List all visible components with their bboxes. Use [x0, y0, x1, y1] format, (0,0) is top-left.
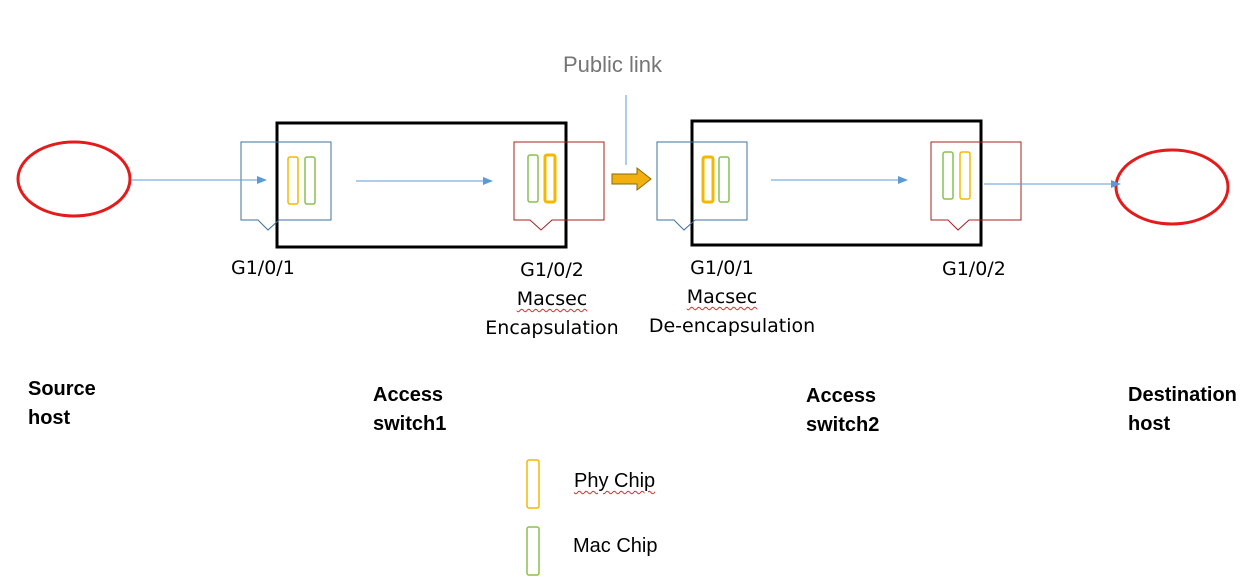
sw2-port1-group: G1/0/1 Macsec De-encapsulation [640, 254, 824, 341]
destination-host-line1: Destination [1128, 384, 1237, 406]
legend-phy-label: Phy Chip [574, 467, 655, 496]
sw2-port2-callout [930, 141, 1022, 231]
sw1-port2-callout [513, 141, 605, 231]
access-switch1-box [275, 121, 568, 249]
mac-chip [527, 154, 539, 203]
access-switch2-label: Access switch2 [806, 382, 879, 440]
destination-host-label: Destination host [1128, 381, 1237, 439]
sw1-macsec-label: Macsec [516, 288, 588, 310]
sw2-action-label: De-encapsulation [648, 315, 816, 337]
source-host-line1: Source [28, 378, 96, 400]
legend-mac-label: Mac Chip [573, 535, 658, 557]
mac-chip [304, 156, 316, 205]
mac-chip [942, 151, 954, 200]
destination-host-line2: host [1128, 413, 1171, 435]
sw2-port1-callout [656, 141, 748, 231]
source-host-circle [16, 140, 132, 218]
sw1-port1-label: G1/0/1 [231, 257, 295, 279]
public-link-label: Public link [563, 52, 663, 77]
access-switch1-line2: switch1 [373, 413, 447, 435]
sw2-macsec-label: Macsec [686, 286, 758, 308]
sw1-port2-label: G1/0/2 [520, 259, 584, 281]
destination-host-circle [1114, 148, 1230, 226]
sw1-port2-group: G1/0/2 Macsec Encapsulation [480, 256, 624, 343]
phy-chip [287, 156, 299, 205]
mac-chip [718, 156, 730, 203]
access-switch1-line1: Access [373, 384, 444, 406]
sw1-port1-callout [240, 141, 332, 231]
phy-chip [959, 151, 971, 200]
phy-chip [701, 155, 715, 204]
legend-mac-chip [526, 526, 540, 576]
sw2-port1-label: G1/0/1 [690, 257, 754, 279]
access-switch2-line1: Access [806, 385, 877, 407]
source-host-line2: host [28, 407, 71, 429]
sw2-port2-label: G1/0/2 [942, 258, 1006, 280]
access-switch2-box [690, 119, 983, 247]
source-host-label: Source host [28, 375, 96, 433]
legend-phy-text: Phy Chip [574, 470, 656, 492]
access-switch1-label: Access switch1 [373, 381, 446, 439]
sw1-action-label: Encapsulation [485, 317, 619, 339]
public-link-arrow [611, 166, 652, 192]
legend-phy-chip [526, 459, 540, 509]
phy-chip [543, 153, 557, 204]
access-switch2-line2: switch2 [806, 414, 880, 436]
